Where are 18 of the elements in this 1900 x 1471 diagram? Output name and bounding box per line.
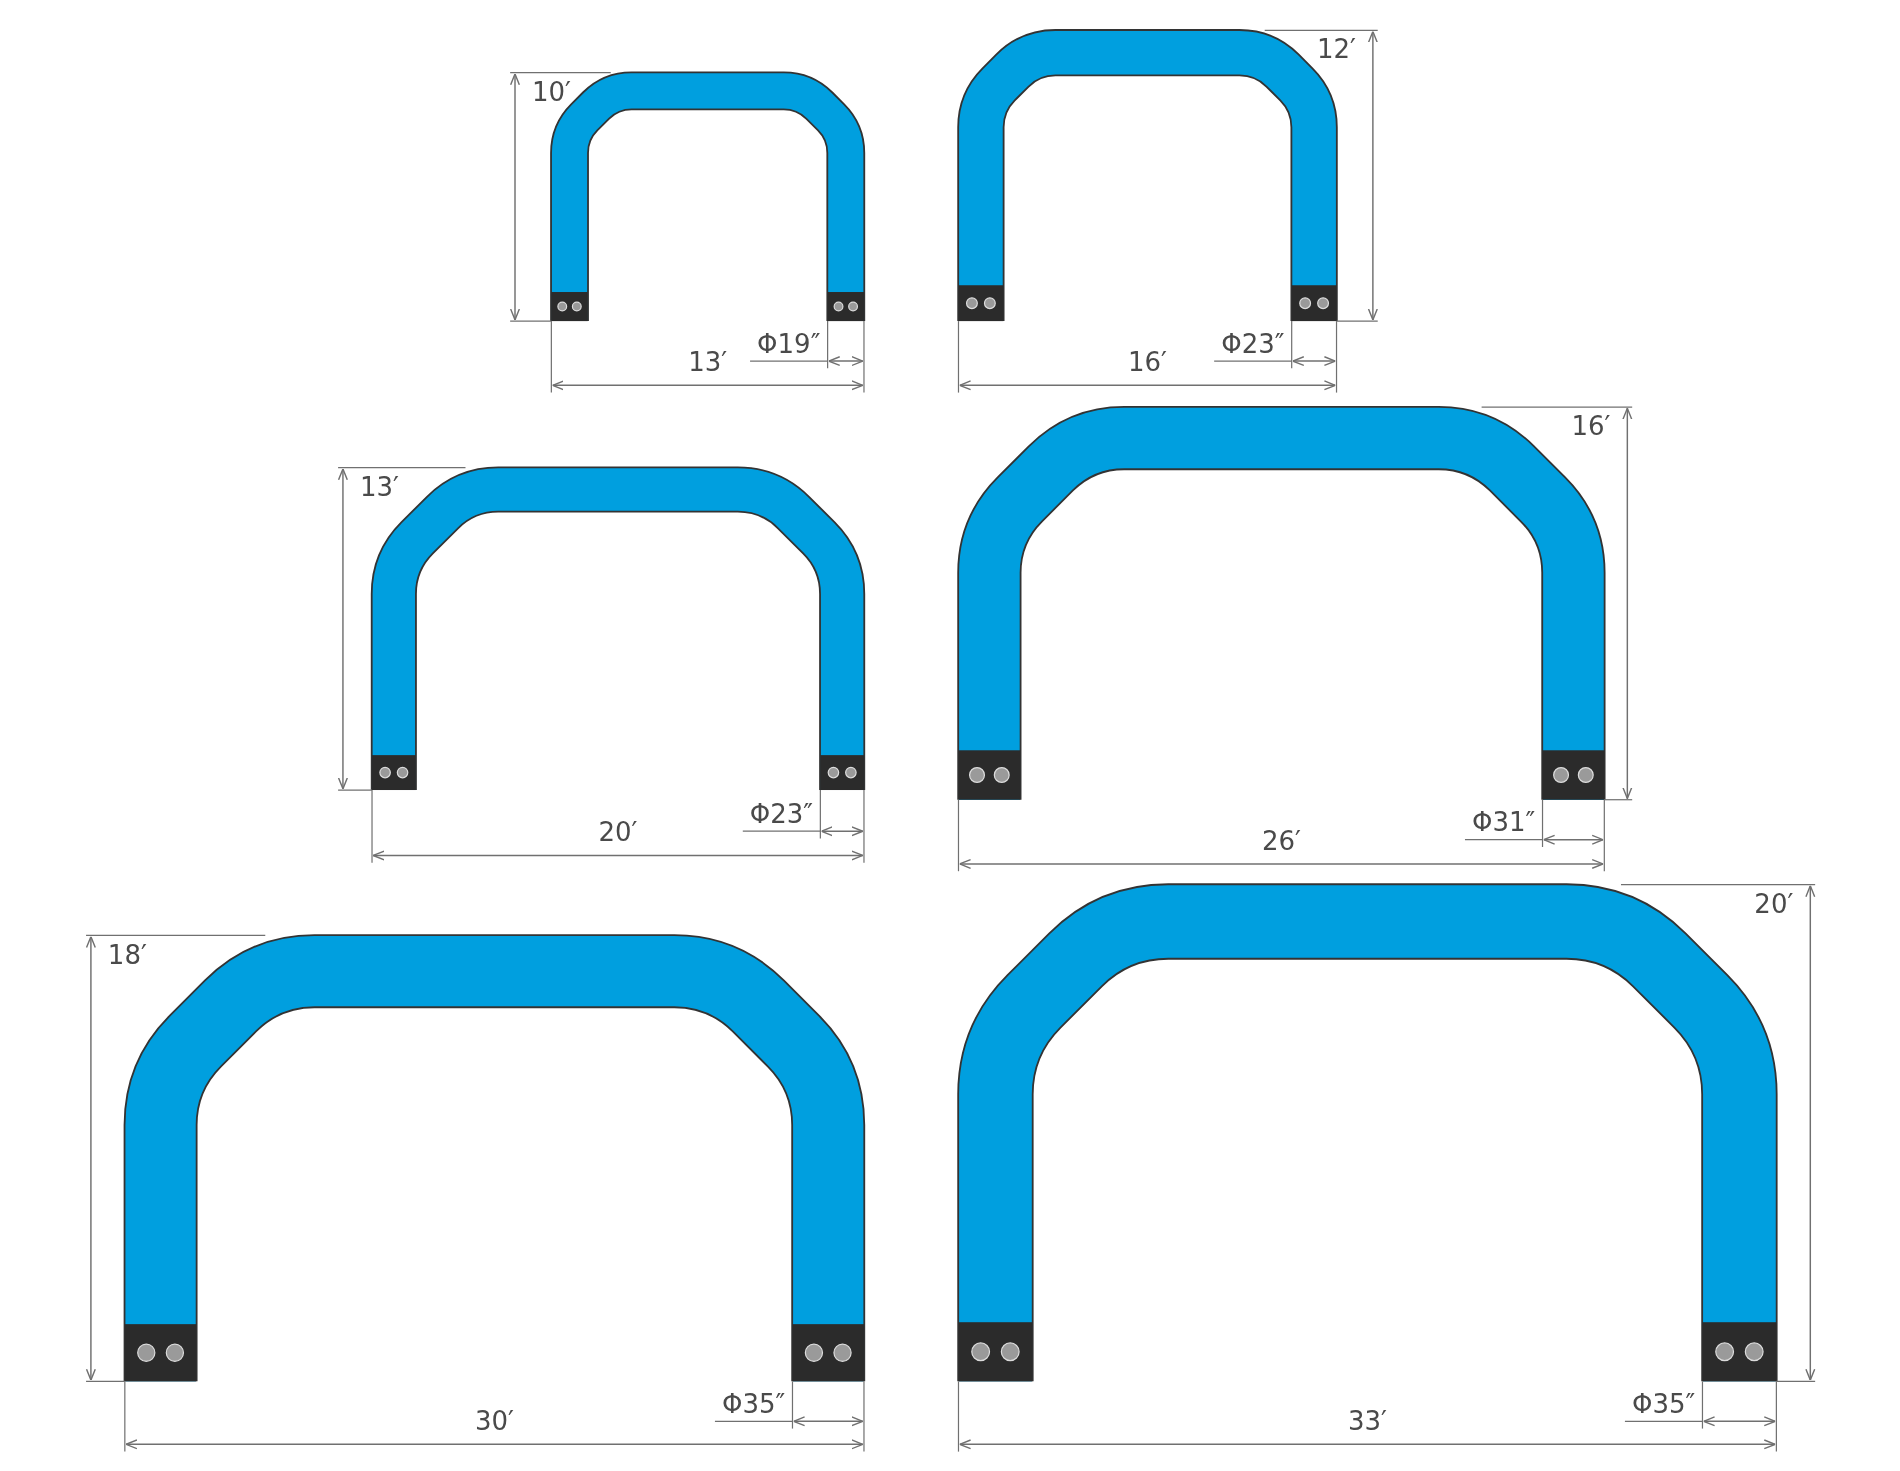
dimension-label: Φ19″ (757, 330, 821, 357)
dimension-label: Φ23″ (1221, 330, 1285, 357)
dimension-label: 16′ (1128, 348, 1167, 375)
dimension-label: 18′ (107, 941, 147, 968)
dimension-label: 16′ (1571, 413, 1611, 440)
dimension-label: 12′ (1316, 36, 1356, 63)
dimension-label: Φ31″ (1472, 809, 1536, 836)
dimension-label: 20′ (598, 819, 638, 846)
dimension-label: 26′ (1261, 827, 1301, 854)
dimension-label: Φ23″ (749, 800, 814, 827)
dimension-label: Φ35″ (721, 1391, 786, 1418)
dimension-label: 13′ (359, 473, 399, 500)
dimension-label: Φ35″ (1631, 1391, 1696, 1418)
dimension-label: 10′ (531, 78, 571, 105)
dimension-label: 13′ (688, 348, 728, 375)
dimension-label: 30′ (474, 1408, 514, 1435)
dimension-label: 33′ (1347, 1408, 1387, 1435)
dimension-label: 20′ (1754, 890, 1794, 917)
